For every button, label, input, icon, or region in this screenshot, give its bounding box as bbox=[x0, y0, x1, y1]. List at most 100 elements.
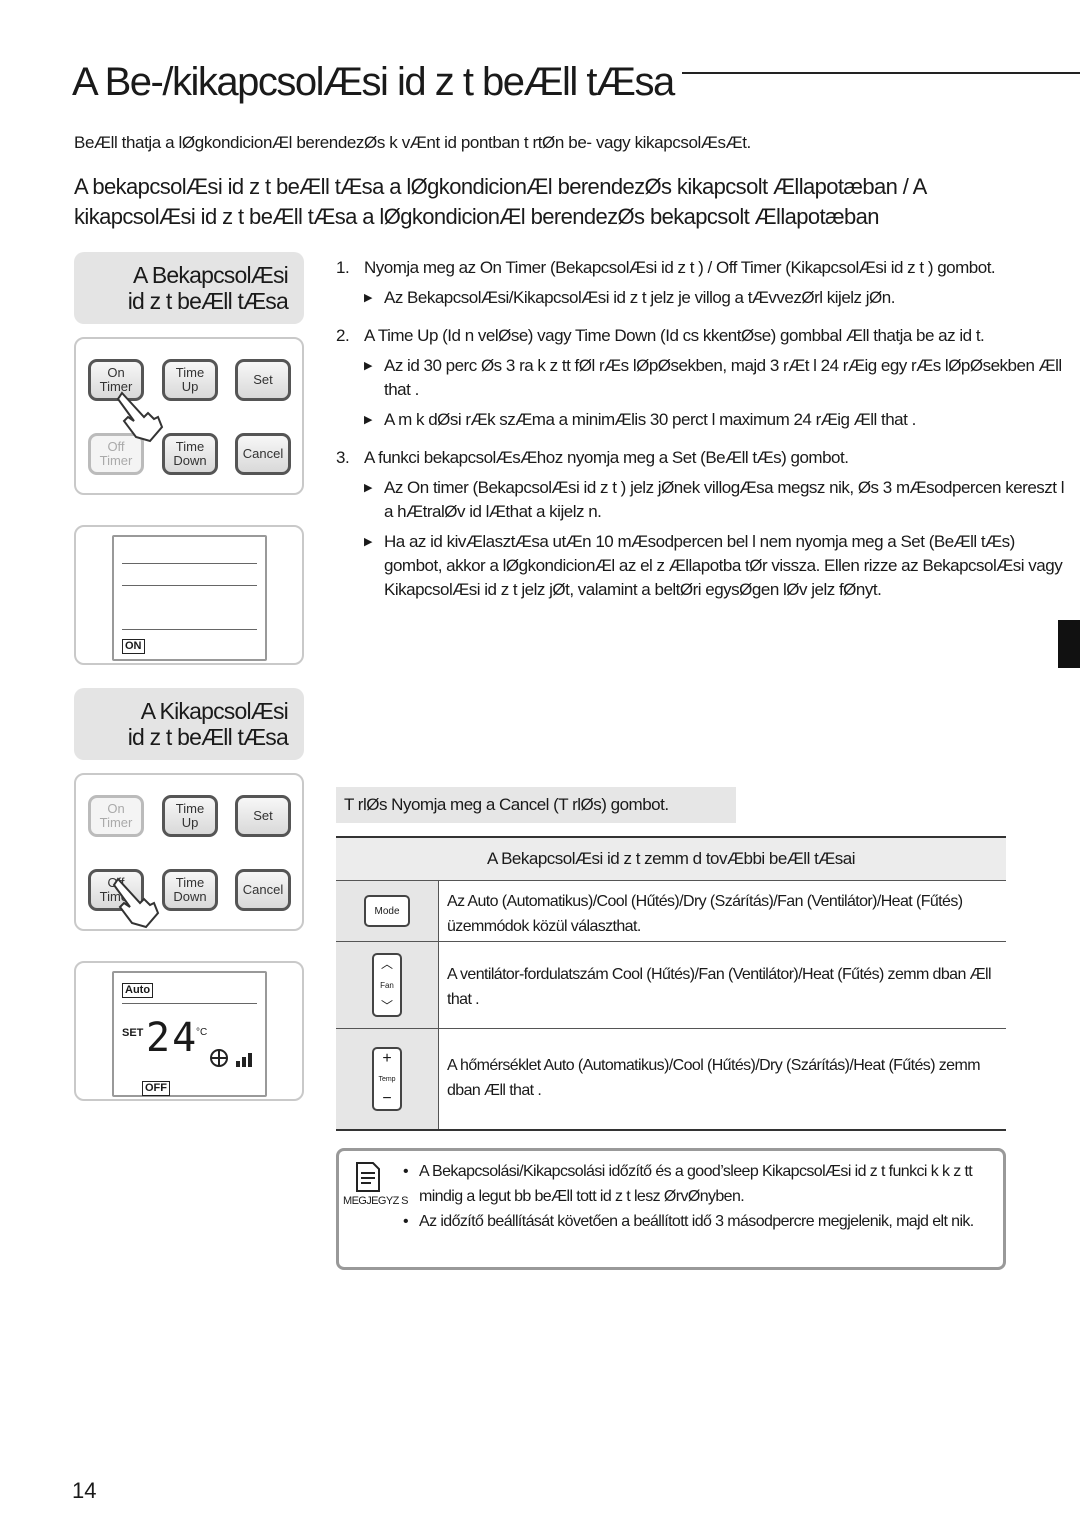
intro-text: BeÆll thatja a lØgkondicionÆl berendezØs… bbox=[74, 133, 751, 152]
plus-icon: + bbox=[382, 1050, 392, 1067]
cancel-instruction: T rlØs Nyomja meg a Cancel (T rlØs) gomb… bbox=[336, 787, 736, 823]
cancel-button[interactable]: Cancel bbox=[235, 433, 291, 475]
table-row-text: A ventilátor-fordulatszám Cool (Hűtés)/F… bbox=[447, 966, 992, 1008]
display-line bbox=[122, 629, 257, 630]
note-label: MEGJEGYZ S bbox=[343, 1195, 409, 1207]
step-bullet: Az On timer (BekapcsolÆsi id z t ) jelz … bbox=[364, 476, 1076, 524]
page-title: A Be-/kikapcsolÆsi id z t beÆll tÆsa bbox=[72, 60, 682, 105]
table-header: A BekapcsolÆsi id z t zemm d tovÆbbi beÆ… bbox=[336, 836, 1006, 880]
time-down-button[interactable]: Time Down bbox=[162, 433, 218, 475]
step-bullet: Az BekapcsolÆsi/KikapcsolÆsi id z t jelz… bbox=[364, 286, 1076, 310]
off-timer-pill: A KikapcsolÆsi id z t beÆll tÆsa bbox=[74, 688, 304, 760]
note-item: Az időzítő beállítását követően a beállí… bbox=[403, 1209, 995, 1234]
set-button[interactable]: Set bbox=[235, 359, 291, 401]
time-up-label-1: Time bbox=[175, 365, 205, 380]
table-row-text: Az Auto (Automatikus)/Cool (Hűtés)/Dry (… bbox=[447, 893, 963, 935]
lcd-display-on: ON bbox=[112, 535, 267, 661]
step-number: 2. bbox=[336, 326, 350, 345]
step-number: 1. bbox=[336, 258, 350, 277]
cancel-label: Cancel bbox=[242, 446, 284, 461]
table-row: Mode Az Auto (Automatikus)/Cool (Hűtés)/… bbox=[336, 880, 1006, 941]
minus-icon: − bbox=[382, 1090, 392, 1107]
off-timer-button[interactable]: Off Timer bbox=[88, 433, 144, 475]
table-row: + Temp − A hőmérséklet Auto (Automatikus… bbox=[336, 1028, 1006, 1131]
time-down-label-1: Time bbox=[175, 875, 205, 890]
chapter-tab bbox=[1058, 620, 1080, 668]
chevron-down-icon: ﹀ bbox=[380, 999, 393, 1013]
on-timer-button[interactable]: On Timer bbox=[88, 795, 144, 837]
on-timer-pill: A BekapcsolÆsi id z t beÆll tÆsa bbox=[74, 252, 304, 324]
remote-display-off: Auto SET 24 °C OFF bbox=[74, 961, 304, 1101]
off-timer-label-1: Off bbox=[107, 439, 125, 454]
set-button[interactable]: Set bbox=[235, 795, 291, 837]
remote-display-on: ON bbox=[74, 525, 304, 665]
step-bullet: A m k dØsi rÆk szÆma a minimÆlis 30 perc… bbox=[364, 408, 1076, 432]
remote-panel-on: On Timer Time Up Set Off Timer Time Down… bbox=[74, 337, 304, 495]
step-3: 3. A funkci bekapcsolÆsÆhoz nyomja meg a… bbox=[336, 446, 1076, 602]
pointing-hand-icon bbox=[112, 877, 160, 929]
lcd-display-off: Auto SET 24 °C OFF bbox=[112, 971, 267, 1097]
remote-panel-off: On Timer Time Up Set Off Timer Time Down… bbox=[74, 773, 304, 931]
set-label: Set bbox=[253, 808, 273, 823]
on-timer-pill-line2: id z t beÆll tÆsa bbox=[127, 288, 289, 314]
step-1: 1. Nyomja meg az On Timer (BekapcsolÆsi … bbox=[336, 256, 1076, 310]
fan-button-icon: ︿ Fan ﹀ bbox=[336, 942, 439, 1028]
time-down-label-2: Down bbox=[173, 889, 207, 904]
page-number: 14 bbox=[72, 1478, 97, 1503]
section-subheading: A bekapcsolÆsi id z t beÆll tÆsa a lØgko… bbox=[74, 174, 926, 229]
temp-button-label: Temp bbox=[378, 1075, 396, 1083]
off-timer-pill-line2: id z t beÆll tÆsa bbox=[127, 724, 289, 750]
on-timer-label-2: Timer bbox=[99, 379, 133, 394]
step-text: A funkci bekapcsolÆsÆhoz nyomja meg a Se… bbox=[364, 448, 849, 467]
note-text: A Bekapcsolási/Kikapcsolási időzítő és a… bbox=[403, 1159, 995, 1234]
on-indicator: ON bbox=[122, 639, 145, 654]
on-timer-pill-line1: A BekapcsolÆsi bbox=[133, 262, 289, 288]
fan-speed-icon bbox=[210, 1049, 252, 1067]
set-label: Set bbox=[253, 372, 273, 387]
time-down-label-2: Down bbox=[173, 453, 207, 468]
display-line bbox=[122, 585, 257, 586]
time-up-label-2: Up bbox=[181, 379, 199, 394]
temperature-unit: °C bbox=[196, 1027, 208, 1038]
time-down-label-1: Time bbox=[175, 439, 205, 454]
off-timer-pill-line1: A KikapcsolÆsi bbox=[140, 698, 289, 724]
cancel-label: Cancel bbox=[242, 882, 284, 897]
step-text: Nyomja meg az On Timer (BekapcsolÆsi id … bbox=[364, 258, 996, 277]
temp-button-icon: + Temp − bbox=[336, 1029, 439, 1129]
pointing-hand-icon bbox=[116, 391, 164, 443]
table-row: ︿ Fan ﹀ A ventilátor-fordulatszám Cool (… bbox=[336, 941, 1006, 1028]
time-down-button[interactable]: Time Down bbox=[162, 869, 218, 911]
off-timer-label-2: Timer bbox=[99, 453, 133, 468]
step-text: A Time Up (Id n velØse) vagy Time Down (… bbox=[364, 326, 985, 345]
step-bullet: Az id 30 perc Øs 3 ra k z tt fØl rÆs lØp… bbox=[364, 354, 1076, 402]
time-up-label-1: Time bbox=[175, 801, 205, 816]
on-timer-button[interactable]: On Timer bbox=[88, 359, 144, 401]
on-timer-label-1: On bbox=[107, 365, 125, 380]
temperature-readout: 24 bbox=[146, 1015, 199, 1061]
step-bullet: Ha az id kivÆlasztÆsa utÆn 10 mÆsodperce… bbox=[364, 530, 1076, 602]
time-up-label-2: Up bbox=[181, 815, 199, 830]
additional-settings-table: A BekapcsolÆsi id z t zemm d tovÆbbi beÆ… bbox=[336, 836, 1006, 1131]
auto-indicator: Auto bbox=[122, 983, 154, 998]
table-row-text: A hőmérséklet Auto (Automatikus)/Cool (H… bbox=[447, 1057, 981, 1099]
step-number: 3. bbox=[336, 448, 350, 467]
mode-button-label: Mode bbox=[364, 895, 410, 927]
off-indicator: OFF bbox=[142, 1081, 170, 1096]
on-timer-label-2: Timer bbox=[99, 815, 133, 830]
note-item: A Bekapcsolási/Kikapcsolási időzítő és a… bbox=[403, 1159, 995, 1209]
display-line bbox=[122, 563, 257, 564]
note-box: MEGJEGYZ S A Bekapcsolási/Kikapcsolási i… bbox=[336, 1148, 1006, 1270]
time-up-button[interactable]: Time Up bbox=[162, 359, 218, 401]
instruction-steps: 1. Nyomja meg az On Timer (BekapcsolÆsi … bbox=[336, 256, 1076, 612]
step-2: 2. A Time Up (Id n velØse) vagy Time Dow… bbox=[336, 324, 1076, 432]
display-line bbox=[122, 1003, 257, 1004]
cancel-button[interactable]: Cancel bbox=[235, 869, 291, 911]
set-indicator: SET bbox=[122, 1027, 144, 1039]
mode-button-icon: Mode bbox=[336, 881, 439, 941]
on-timer-label-1: On bbox=[107, 801, 125, 816]
cancel-instruction-text: T rlØs Nyomja meg a Cancel (T rlØs) gomb… bbox=[344, 795, 669, 814]
chevron-up-icon: ︿ bbox=[380, 957, 393, 971]
fan-button-label: Fan bbox=[380, 980, 394, 990]
time-up-button[interactable]: Time Up bbox=[162, 795, 218, 837]
note-icon bbox=[356, 1162, 380, 1192]
